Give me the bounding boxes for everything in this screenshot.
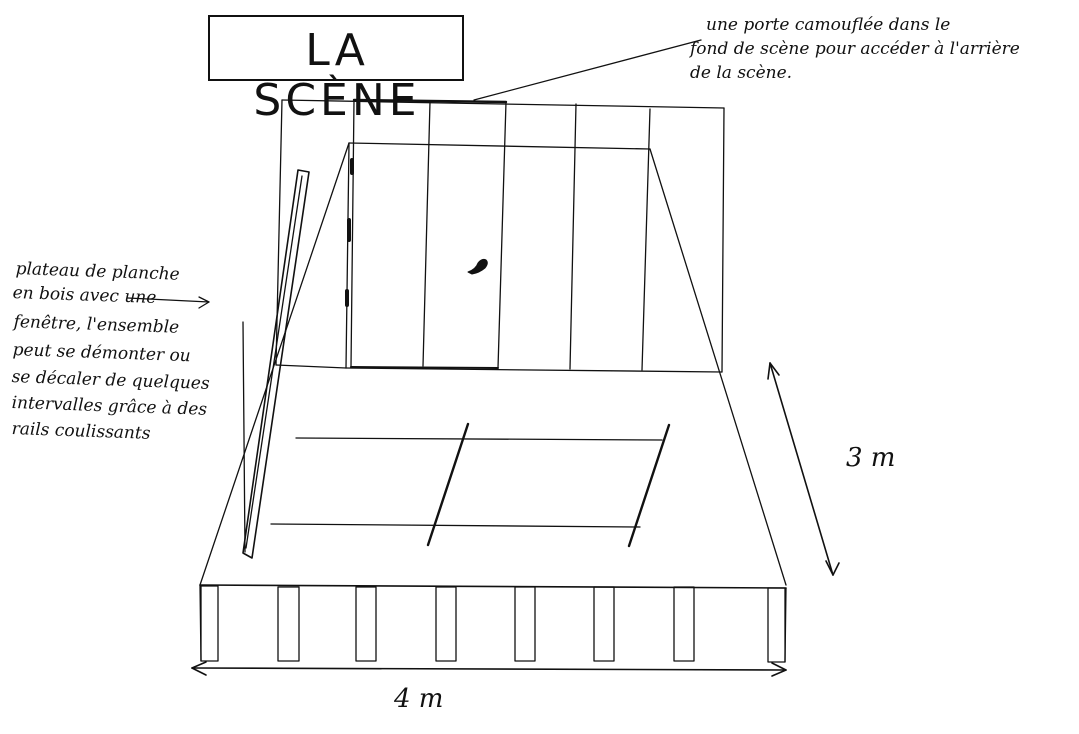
- hidden-door: [350, 98, 508, 369]
- arrow-head-icon: [191, 661, 207, 676]
- floor-rails: [270, 422, 671, 548]
- dimension-arrows: [191, 362, 840, 677]
- title-box: [208, 15, 464, 81]
- door-note-line: de la scène.: [690, 63, 793, 83]
- left-panel: [242, 169, 310, 559]
- door-handle-icon: [467, 258, 488, 275]
- door-note-line: une porte camouflée dans le: [706, 15, 951, 35]
- depth-label: 3 m: [846, 443, 896, 473]
- depth-arrow: [769, 362, 834, 576]
- page-title: LA SCÈNE: [253, 25, 421, 126]
- back-frame: [275, 99, 725, 373]
- door-hinges: [345, 158, 354, 307]
- leader-lines: [127, 39, 702, 309]
- stage-front: [199, 584, 787, 663]
- arrow-head-icon: [767, 362, 780, 380]
- width-arrow: [191, 667, 787, 671]
- back-wall-slats: [422, 101, 651, 371]
- width-label: 4 m: [394, 684, 444, 714]
- back-wall: [275, 142, 723, 373]
- arrow-head-icon: [825, 560, 840, 576]
- arrow-head-icon: [771, 662, 787, 677]
- front-supports: [200, 585, 786, 663]
- door-note-line: fond de scène pour accéder à l'arrière: [690, 39, 1020, 59]
- leader-arrow-icon: [198, 296, 210, 309]
- side-diagonals: [199, 142, 787, 586]
